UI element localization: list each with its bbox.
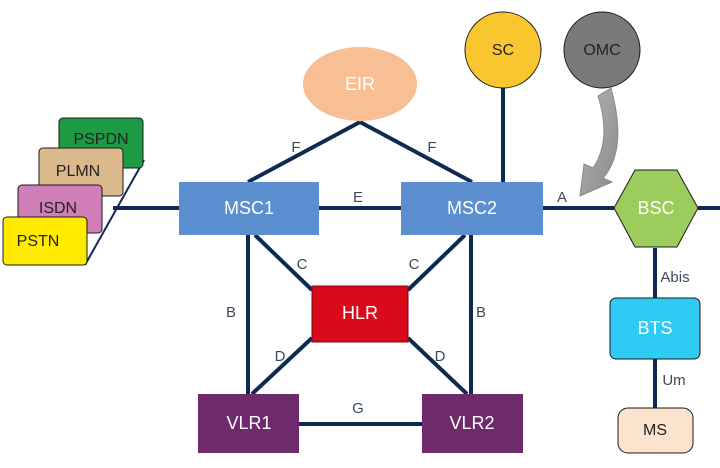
line-msc1-eir xyxy=(247,120,361,184)
line-msc1-hlr xyxy=(253,233,314,292)
ms-label: MS xyxy=(643,422,667,439)
interface-b-right: B xyxy=(476,304,486,321)
connection-lines xyxy=(113,84,720,426)
bts-label: BTS xyxy=(637,318,672,338)
plmn-label: PLMN xyxy=(56,163,100,180)
interface-abis: Abis xyxy=(660,269,689,286)
msc2-node: MSC2 xyxy=(401,182,543,235)
eir-label: EIR xyxy=(345,74,375,94)
vlr2-node: VLR2 xyxy=(422,394,523,453)
interface-e: E xyxy=(353,189,363,206)
network-stack-connector xyxy=(84,159,145,266)
interface-c-right: C xyxy=(409,256,420,273)
pstn-label: PSTN xyxy=(17,233,60,250)
interface-b-left: B xyxy=(226,304,236,321)
external-networks: PSPDN PLMN ISDN PSTN xyxy=(2,117,145,266)
eir-node: EIR xyxy=(303,47,417,121)
line-hlr-vlr1 xyxy=(250,336,314,396)
vlr1-node: VLR1 xyxy=(198,394,299,453)
line-msc2-hlr xyxy=(406,233,467,292)
msc2-label: MSC2 xyxy=(447,198,497,218)
interface-c-left: C xyxy=(297,256,308,273)
ms-node: MS xyxy=(617,407,694,454)
hlr-node: HLR xyxy=(311,285,409,343)
interface-d-right: D xyxy=(435,348,446,365)
interface-d-left: D xyxy=(275,348,286,365)
msc1-label: MSC1 xyxy=(224,198,274,218)
interface-um: Um xyxy=(662,372,685,389)
isdn-label: ISDN xyxy=(39,200,77,217)
line-hlr-vlr2 xyxy=(406,336,469,396)
sc-label: SC xyxy=(492,42,514,59)
sc-node: SC xyxy=(464,11,542,89)
bsc-node: BSC xyxy=(613,169,699,248)
network-plmn: PLMN xyxy=(38,147,124,197)
bts-node: BTS xyxy=(609,297,701,360)
line-eir-msc2 xyxy=(359,120,473,184)
msc1-node: MSC1 xyxy=(179,182,319,235)
omc-label: OMC xyxy=(583,42,620,59)
pspdn-label: PSPDN xyxy=(73,131,128,148)
vlr1-label: VLR1 xyxy=(226,413,271,433)
interface-g: G xyxy=(352,400,364,417)
omc-arrow xyxy=(579,87,619,197)
network-pstn: PSTN xyxy=(2,216,88,266)
interface-f-right: F xyxy=(427,139,436,156)
vlr2-label: VLR2 xyxy=(449,413,494,433)
bsc-label: BSC xyxy=(637,198,674,218)
omc-node: OMC xyxy=(563,11,641,89)
hlr-label: HLR xyxy=(342,303,378,323)
interface-a: A xyxy=(557,189,567,206)
interface-labels: F F E A C C B B D D G Abis Um xyxy=(226,139,690,417)
interface-f-left: F xyxy=(291,139,300,156)
